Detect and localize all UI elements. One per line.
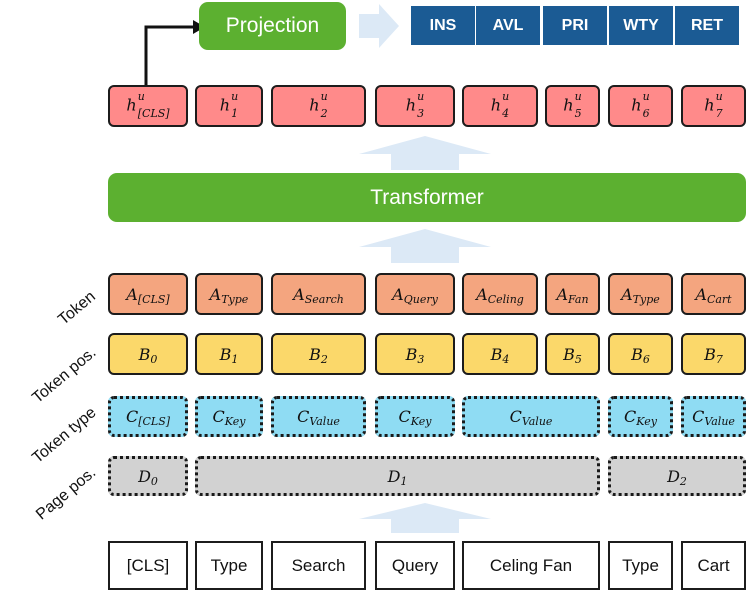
page-position-2: D2 <box>608 456 746 496</box>
token-position-3: B3 <box>375 333 455 375</box>
token-embedding-3: AQuery <box>375 273 455 315</box>
token-embedding-0: A[CLS] <box>108 273 188 315</box>
input-token-4: Celing Fan <box>462 541 600 590</box>
token-embedding-2: ASearch <box>271 273 366 315</box>
attribute-ins: INS <box>411 6 475 45</box>
input-token-2: Search <box>271 541 366 590</box>
token-position-5: B5 <box>545 333 600 375</box>
token-position-4: B4 <box>462 333 538 375</box>
token-position-1: B1 <box>195 333 263 375</box>
token-position-2: B2 <box>271 333 366 375</box>
attribute-ret: RET <box>675 6 739 45</box>
token-embedding-6: AType <box>608 273 673 315</box>
input-token-6: Cart <box>681 541 746 590</box>
token-position-7: B7 <box>681 333 746 375</box>
token-position-6: B6 <box>608 333 673 375</box>
row-label-token: Token <box>55 288 100 329</box>
input-embedding-arrow <box>359 503 491 533</box>
input-token-1: Type <box>195 541 263 590</box>
token-embedding-1: AType <box>195 273 263 315</box>
input-token-3: Query <box>375 541 455 590</box>
transformer-label: Transformer <box>370 185 484 209</box>
token-type-4: CValue <box>462 396 600 437</box>
token-embedding-4: ACeling <box>462 273 538 315</box>
row-label-token-pos: Token pos. <box>28 344 100 407</box>
token-embedding-7: ACart <box>681 273 746 315</box>
input-token-5: Type <box>608 541 673 590</box>
projection-output-arrow <box>359 4 399 48</box>
transformer-box: Transformer <box>108 173 746 222</box>
attribute-avl: AVL <box>476 6 540 45</box>
page-position-0: D0 <box>108 456 188 496</box>
token-position-0: B0 <box>108 333 188 375</box>
token-type-2: CValue <box>271 396 366 437</box>
transformer-input-arrow <box>359 229 491 263</box>
token-embedding-5: AFan <box>545 273 600 315</box>
page-position-1: D1 <box>195 456 600 496</box>
token-type-0: C[CLS] <box>108 396 188 437</box>
row-label-token-type: Token type <box>28 404 100 467</box>
input-token-0: [CLS] <box>108 541 188 590</box>
row-label-page-pos: Page pos. <box>33 464 100 524</box>
projection-label: Projection <box>225 14 320 37</box>
token-type-5: CKey <box>608 396 673 437</box>
transformer-output-arrow <box>359 136 491 170</box>
attribute-pri: PRI <box>543 6 607 45</box>
token-type-1: CKey <box>195 396 263 437</box>
projection-box: Projection <box>199 2 346 50</box>
token-type-6: CValue <box>681 396 746 437</box>
attribute-wty: WTY <box>609 6 673 45</box>
token-type-3: CKey <box>375 396 455 437</box>
